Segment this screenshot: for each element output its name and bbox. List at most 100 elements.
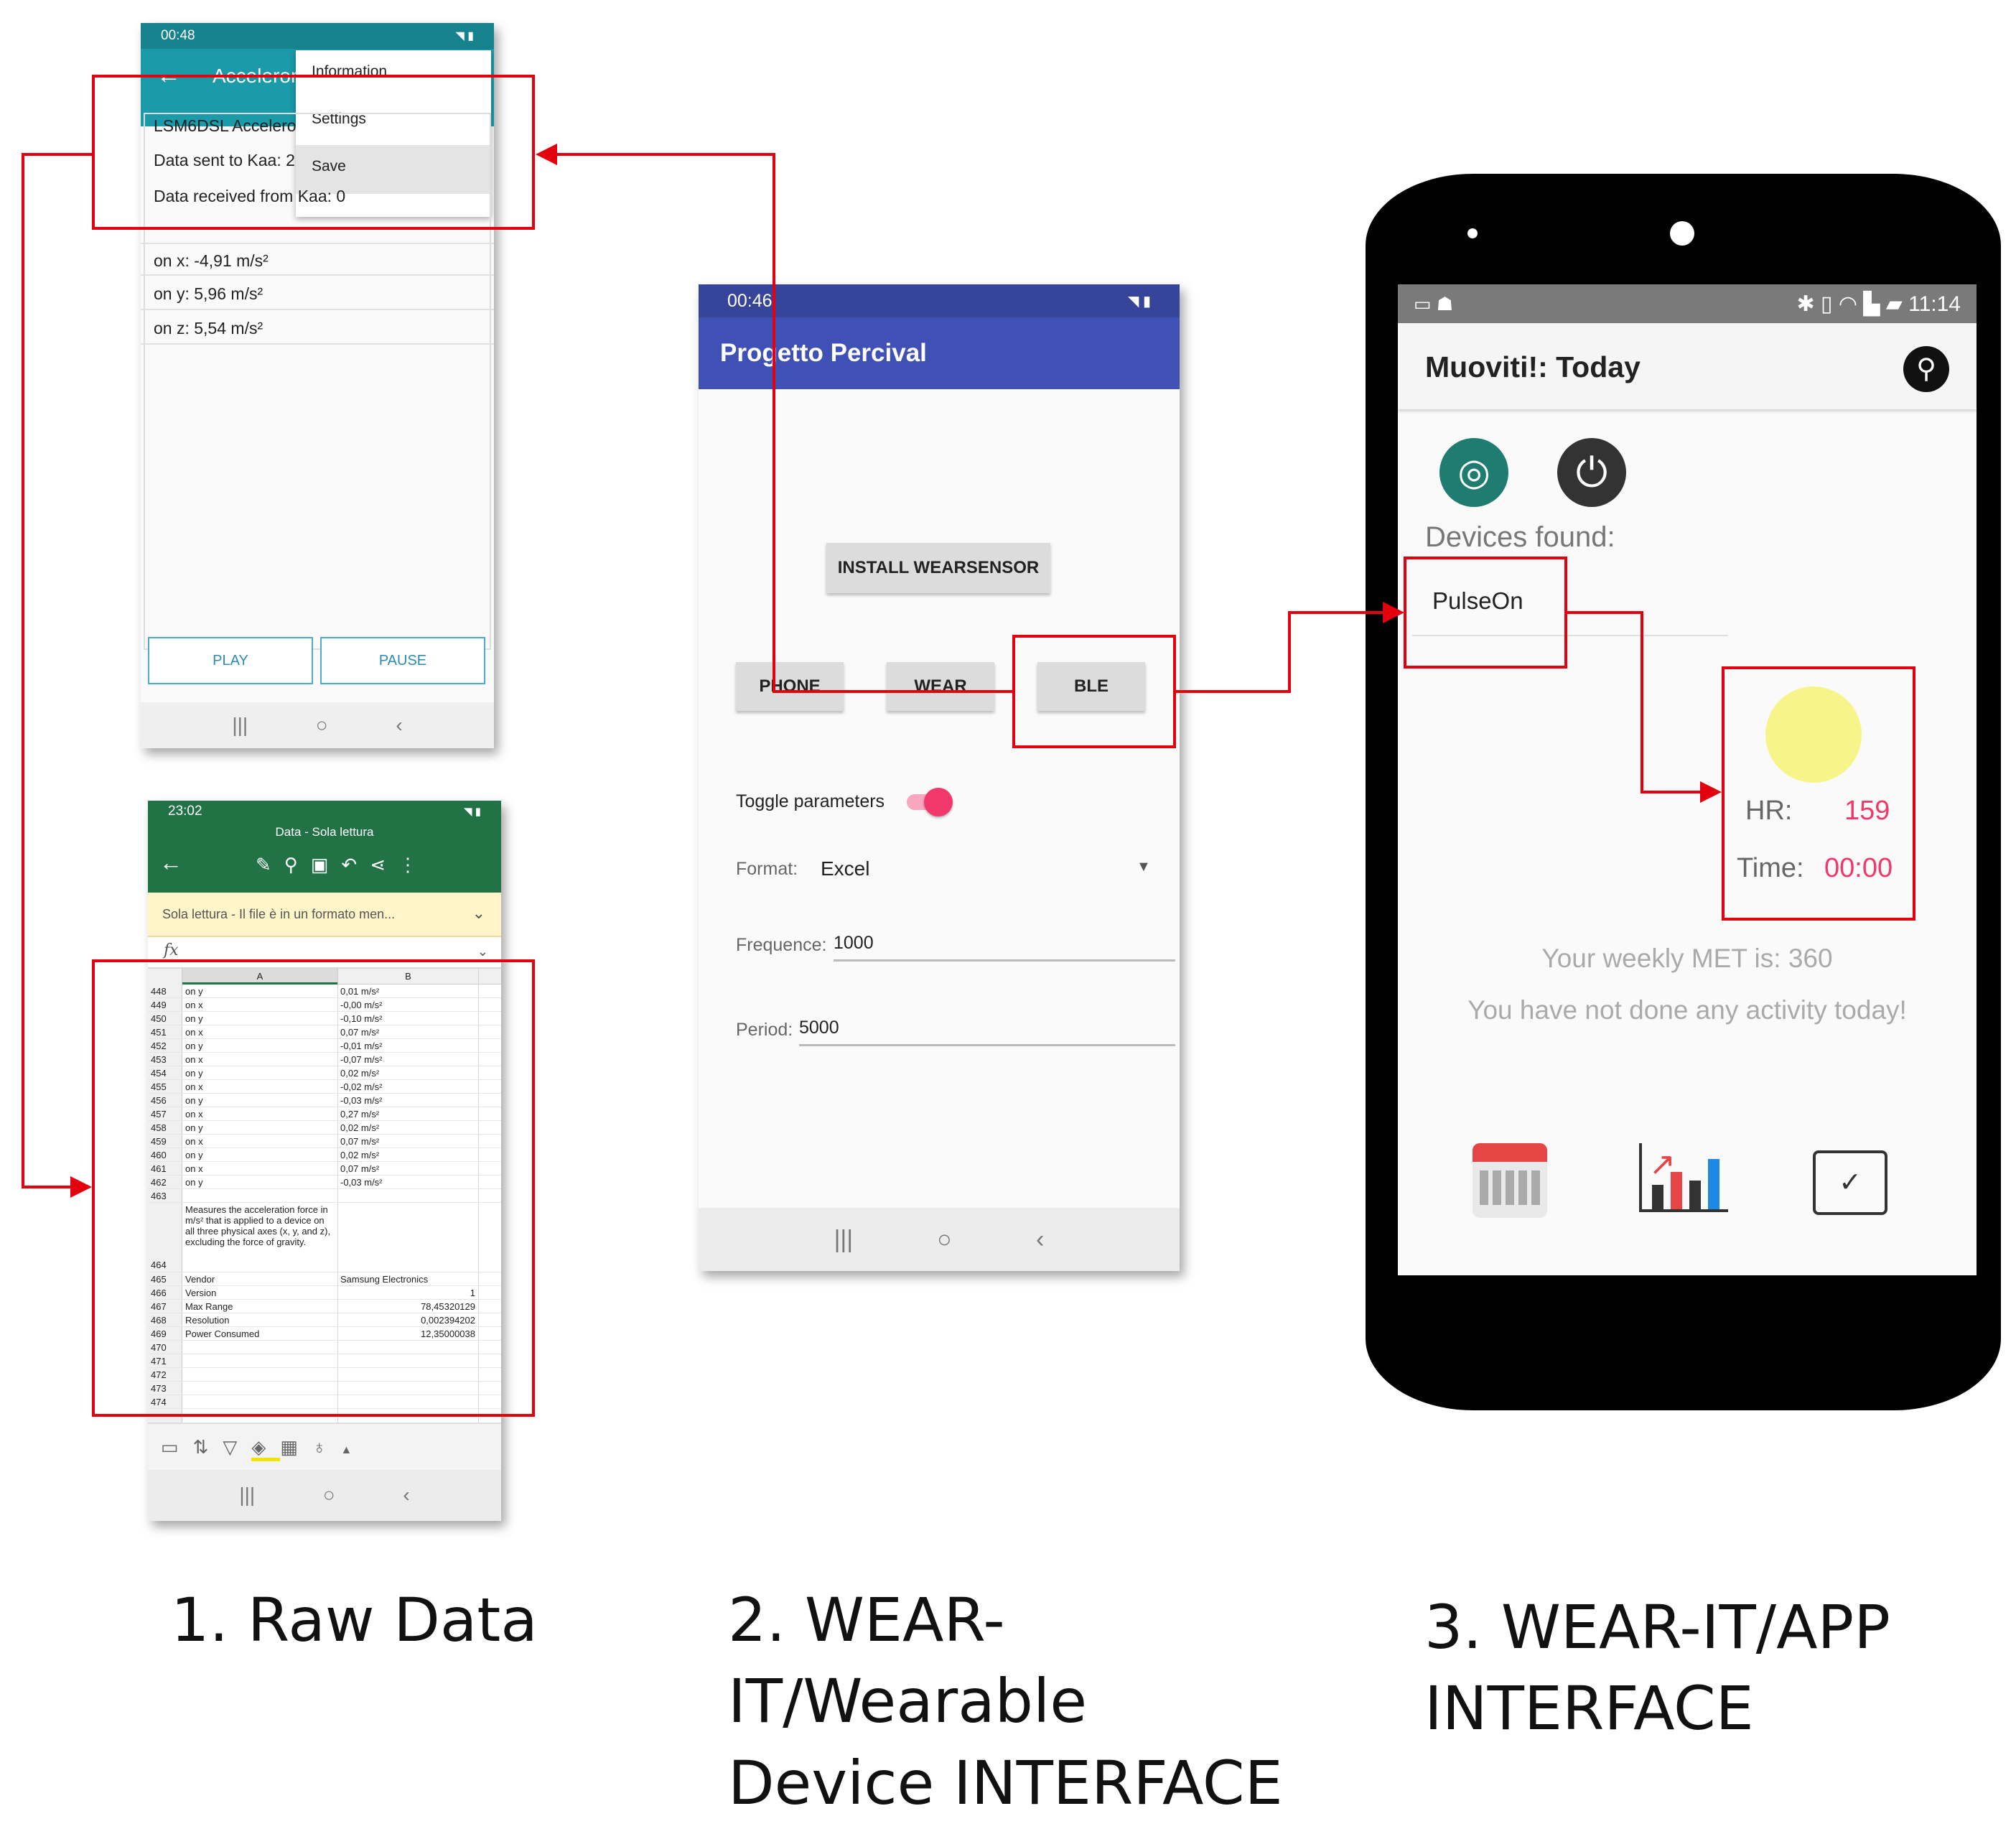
cell-a[interactable]: Resolution — [185, 1315, 230, 1326]
row-number[interactable]: 449 — [151, 1000, 167, 1010]
cell-b[interactable]: -0,01 m/s² — [340, 1041, 383, 1051]
filter-icon[interactable]: ▽ — [223, 1436, 252, 1458]
schedule-icon[interactable]: ✓ — [1813, 1150, 1887, 1215]
row-number[interactable]: 448 — [151, 986, 167, 997]
save-icon[interactable]: ▣ — [310, 854, 342, 875]
back-icon[interactable]: ‹ — [1036, 1225, 1045, 1253]
cell-a[interactable]: on x — [185, 1000, 203, 1010]
back-arrow-icon[interactable]: ← — [157, 62, 181, 89]
cell-b[interactable]: -0,00 m/s² — [340, 1000, 383, 1010]
recents-icon[interactable]: ||| — [834, 1225, 854, 1253]
row-number[interactable]: 458 — [151, 1122, 167, 1133]
row-number[interactable]: 468 — [151, 1315, 167, 1326]
table-icon[interactable]: ▦ — [280, 1436, 312, 1458]
cell-a[interactable]: Max Range — [185, 1301, 233, 1312]
power-icon[interactable]: ⏻ — [1557, 438, 1626, 507]
row-number[interactable]: 466 — [151, 1288, 167, 1298]
row-number[interactable]: 457 — [151, 1109, 167, 1120]
cell-b[interactable]: -0,10 m/s² — [340, 1013, 383, 1024]
cell-a[interactable]: on y — [185, 1150, 203, 1160]
banner-chevron-icon[interactable]: ⌄ — [472, 904, 485, 922]
cell-a[interactable]: on y — [185, 1095, 203, 1106]
play-button[interactable]: PLAY — [148, 637, 313, 684]
cell-b[interactable]: -0,03 m/s² — [340, 1177, 383, 1188]
install-wearsensor-button[interactable]: INSTALL WEARSENSOR — [826, 543, 1050, 593]
cell-a[interactable]: on y — [185, 1013, 203, 1024]
cell-a[interactable]: on x — [185, 1163, 203, 1174]
expand-icon[interactable]: ▲ — [340, 1444, 367, 1456]
row-number[interactable]: 453 — [151, 1054, 167, 1065]
row-number[interactable]: 456 — [151, 1095, 167, 1106]
recents-icon[interactable]: ||| — [232, 714, 248, 736]
cell-a[interactable]: on x — [185, 1027, 203, 1038]
cell-b[interactable]: -0,03 m/s² — [340, 1095, 383, 1106]
back-arrow-icon[interactable]: ← — [159, 849, 182, 875]
row-number[interactable]: 470 — [151, 1342, 167, 1353]
cell-a[interactable]: Power Consumed — [185, 1328, 260, 1339]
ble-button[interactable]: BLE — [1037, 662, 1145, 711]
phone-button[interactable]: PHONE — [736, 662, 844, 711]
cell-b[interactable]: 0,02 m/s² — [340, 1068, 380, 1079]
cell-a[interactable]: on x — [185, 1081, 203, 1092]
cell-b[interactable]: 1 — [470, 1288, 475, 1298]
col-a-header[interactable]: A — [182, 969, 337, 985]
cell-a[interactable]: on x — [185, 1109, 203, 1120]
menu-item-settings[interactable]: Settings — [312, 111, 366, 127]
cell-a[interactable]: on x — [185, 1054, 203, 1065]
period-input[interactable]: 5000 — [799, 1018, 839, 1038]
row-number[interactable]: 460 — [151, 1150, 167, 1160]
row-number[interactable]: 462 — [151, 1177, 167, 1188]
cell-b[interactable]: 0,01 m/s² — [340, 986, 380, 997]
cell-b[interactable]: Samsung Electronics — [340, 1274, 429, 1285]
more-icon[interactable]: ⋮ — [398, 854, 431, 875]
runner-icon[interactable]: ⚲ — [1903, 346, 1949, 392]
cell-a[interactable]: Vendor — [185, 1274, 215, 1285]
frequence-input[interactable]: 1000 — [834, 933, 874, 953]
menu-item-information[interactable]: Information — [312, 63, 388, 80]
cell-b[interactable]: 0,02 m/s² — [340, 1122, 380, 1133]
cell-b[interactable]: 0,27 m/s² — [340, 1109, 380, 1120]
home-icon[interactable]: ○ — [937, 1225, 952, 1253]
cell-b[interactable]: 0,02 m/s² — [340, 1150, 380, 1160]
row-number[interactable]: 465 — [151, 1274, 167, 1285]
undo-icon[interactable]: ↶ — [341, 854, 370, 875]
recents-icon[interactable]: ||| — [239, 1484, 256, 1506]
row-number[interactable]: 472 — [151, 1369, 167, 1380]
row-number[interactable]: 450 — [151, 1013, 167, 1024]
comment-icon[interactable]: ▭ — [161, 1436, 193, 1458]
lightbulb-icon[interactable]: ♁ — [312, 1436, 341, 1458]
dropdown-arrow-icon[interactable]: ▼ — [1137, 859, 1151, 875]
cell-a[interactable]: on y — [185, 1068, 203, 1079]
wear-button[interactable]: WEAR — [887, 662, 994, 711]
row-number[interactable]: 451 — [151, 1027, 167, 1038]
fill-color-icon[interactable]: ◈ — [251, 1436, 281, 1461]
cell-a[interactable]: on y — [185, 1122, 203, 1133]
home-icon[interactable]: ○ — [322, 1484, 335, 1506]
row-number[interactable]: 454 — [151, 1068, 167, 1079]
row-number[interactable]: 474 — [151, 1397, 167, 1407]
formula-chevron-icon[interactable]: ⌄ — [477, 944, 488, 959]
row-number[interactable]: 471 — [151, 1356, 167, 1367]
row-number[interactable]: 461 — [151, 1163, 167, 1174]
toggle-parameters-switch[interactable] — [907, 788, 953, 816]
menu-item-save[interactable]: Save — [312, 158, 346, 174]
back-icon[interactable]: ‹ — [396, 714, 403, 736]
calendar-icon[interactable] — [1473, 1143, 1547, 1218]
cell-a[interactable]: on y — [185, 1041, 203, 1051]
row-number[interactable]: 473 — [151, 1383, 167, 1394]
back-icon[interactable]: ‹ — [403, 1484, 410, 1506]
cell-a[interactable]: Measures the acceleration force in m/s² … — [185, 1204, 331, 1247]
row-number[interactable]: 459 — [151, 1136, 167, 1147]
row-number[interactable]: 452 — [151, 1041, 167, 1051]
cell-b[interactable]: 0,07 m/s² — [340, 1027, 380, 1038]
row-number[interactable]: 467 — [151, 1301, 167, 1312]
cell-a[interactable]: on y — [185, 1177, 203, 1188]
row-number[interactable]: 455 — [151, 1081, 167, 1092]
cell-a[interactable]: Version — [185, 1288, 217, 1298]
sort-icon[interactable]: ⇅ — [192, 1436, 223, 1458]
format-value[interactable]: Excel — [821, 857, 870, 880]
share-icon[interactable]: ⋖ — [370, 854, 399, 875]
cell-b[interactable]: 78,45320129 — [421, 1301, 475, 1312]
stats-chart-icon[interactable]: ↗ — [1639, 1143, 1728, 1212]
row-number[interactable]: 463 — [151, 1191, 167, 1201]
